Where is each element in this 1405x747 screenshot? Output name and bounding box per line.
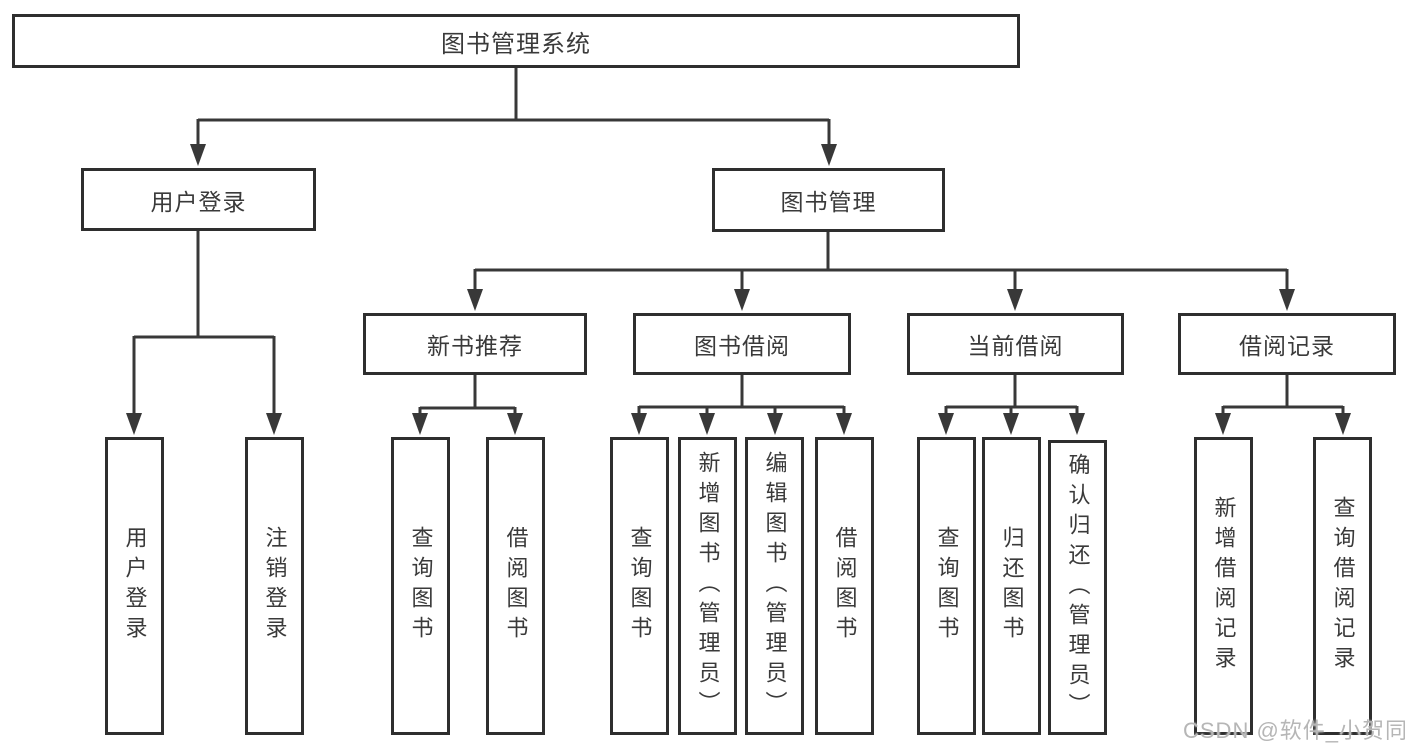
node-book-management: 图书管理 bbox=[712, 168, 945, 232]
arrowheads bbox=[126, 144, 1351, 435]
node-label: 确认归还（管理员） bbox=[1065, 452, 1091, 723]
node-label: 查询图书 bbox=[408, 526, 434, 646]
leaf-query-books-recommend: 查询图书 bbox=[391, 437, 450, 735]
node-label: 借阅记录 bbox=[1239, 333, 1335, 359]
node-book-borrow: 图书借阅 bbox=[633, 313, 851, 375]
node-label: 用户登录 bbox=[150, 188, 247, 215]
node-new-book-recommend: 新书推荐 bbox=[363, 313, 587, 375]
node-label: 归还图书 bbox=[999, 526, 1025, 646]
leaf-return-books: 归还图书 bbox=[982, 437, 1041, 735]
node-label: 查询借阅记录 bbox=[1330, 496, 1356, 676]
node-label: 借阅图书 bbox=[503, 526, 529, 646]
node-label: 新增借阅记录 bbox=[1211, 496, 1237, 676]
node-label: 新增图书（管理员） bbox=[695, 451, 721, 721]
leaf-confirm-return-admin: 确认归还（管理员） bbox=[1048, 440, 1107, 735]
node-borrow-records: 借阅记录 bbox=[1178, 313, 1396, 375]
leaf-borrow-books: 借阅图书 bbox=[815, 437, 874, 735]
leaf-user-login: 用户登录 bbox=[105, 437, 164, 735]
node-book-management-system: 图书管理系统 bbox=[12, 14, 1020, 68]
node-label: 新书推荐 bbox=[427, 333, 523, 359]
node-current-borrow: 当前借阅 bbox=[907, 313, 1124, 375]
leaf-logout: 注销登录 bbox=[245, 437, 304, 735]
leaf-query-books-current: 查询图书 bbox=[917, 437, 976, 735]
node-label: 编辑图书（管理员） bbox=[762, 451, 788, 721]
leaf-query-books-borrow: 查询图书 bbox=[610, 437, 669, 735]
csdn-watermark: CSDN @软件_小贺同学 bbox=[1183, 718, 1405, 743]
node-label: 借阅图书 bbox=[832, 526, 858, 646]
node-label: 当前借阅 bbox=[967, 333, 1064, 359]
node-label: 图书借阅 bbox=[694, 333, 790, 359]
node-label: 图书管理系统 bbox=[441, 30, 591, 58]
leaf-borrow-books-recommend: 借阅图书 bbox=[486, 437, 545, 735]
node-user-login: 用户登录 bbox=[81, 168, 316, 231]
leaf-edit-books-admin: 编辑图书（管理员） bbox=[745, 437, 804, 735]
node-label: 图书管理 bbox=[780, 189, 877, 215]
node-label: 注销登录 bbox=[262, 526, 288, 646]
node-label: 查询图书 bbox=[627, 526, 653, 646]
leaf-add-borrow-record: 新增借阅记录 bbox=[1194, 437, 1253, 735]
leaf-query-borrow-record: 查询借阅记录 bbox=[1313, 437, 1372, 735]
node-label: 用户登录 bbox=[122, 526, 148, 646]
node-label: 查询图书 bbox=[934, 526, 960, 646]
leaf-add-books-admin: 新增图书（管理员） bbox=[678, 437, 737, 735]
